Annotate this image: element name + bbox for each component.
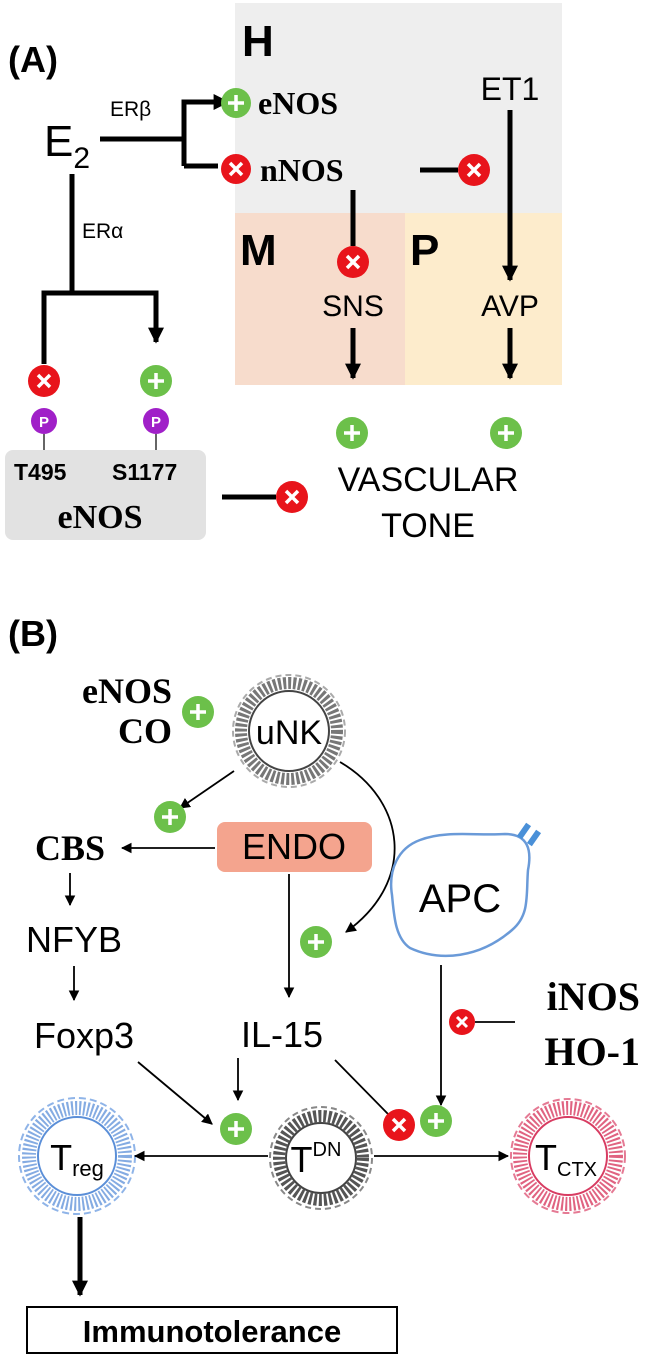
x-glyph <box>455 1015 469 1029</box>
tctx-cell: TCTX <box>510 1098 626 1214</box>
panel-b-label: (B) <box>8 613 58 654</box>
x-glyph <box>284 489 300 505</box>
panel-b: (B) eNOS CO uNK ENDO CBS NFYB Foxp3 IL-1… <box>8 613 640 1354</box>
plus-glyph <box>498 425 514 441</box>
apc-receptor <box>526 829 542 847</box>
ho1-label: HO-1 <box>544 1029 640 1074</box>
phospho-label: P <box>151 414 161 431</box>
immunotolerance-box <box>26 1306 398 1354</box>
apc-label: APC <box>419 877 501 921</box>
nfyb-label: NFYB <box>26 919 122 960</box>
er-alpha-label: ERα <box>82 220 123 243</box>
region-p-label: P <box>410 226 439 275</box>
plus-glyph <box>344 425 360 441</box>
et1-label: ET1 <box>481 71 540 107</box>
co-label: CO <box>118 711 172 751</box>
unk-label: uNK <box>256 714 322 752</box>
inos-label: iNOS <box>547 974 640 1019</box>
enos-top-label: eNOS <box>258 85 338 121</box>
unk-to-cbs-arrow <box>179 770 235 809</box>
x-glyph <box>36 373 52 389</box>
foxp3-label: Foxp3 <box>34 1015 134 1056</box>
er-alpha-branch-arrow <box>41 290 165 364</box>
phospho-label: P <box>39 414 49 431</box>
tdn-cell-body <box>285 1122 357 1194</box>
il15-inhibit-line <box>334 1059 389 1115</box>
treg-cell: Treg <box>18 1097 136 1215</box>
avp-label: AVP <box>481 290 539 323</box>
tctx-cell-body <box>528 1116 608 1196</box>
sns-label: SNS <box>322 290 384 323</box>
panel-a: (A) H M P E2 ERβ eNOS nNOS SNS <box>5 3 562 545</box>
x-glyph <box>345 254 361 270</box>
unk-cell-texture <box>235 677 343 785</box>
unk-cell-fringe <box>232 674 346 788</box>
vascular-label: VASCULAR <box>338 461 519 499</box>
enos-b-label: eNOS <box>82 671 172 711</box>
foxp3-to-tdn-arrow <box>137 1061 213 1125</box>
region-h-label: H <box>242 17 274 66</box>
er-beta-label: ERβ <box>110 98 151 121</box>
plus-glyph <box>148 373 164 389</box>
panel-a-label: (A) <box>8 39 58 80</box>
phospho-icon <box>143 408 169 434</box>
cbs-label: CBS <box>35 828 105 868</box>
treg-cell-body <box>37 1116 117 1196</box>
plus-glyph <box>228 1121 244 1137</box>
unk-to-il15-arrow <box>339 761 396 933</box>
s1177-label: S1177 <box>112 459 177 485</box>
plus-glyph <box>162 809 178 825</box>
plus-glyph <box>428 1113 444 1129</box>
tdn-cell-texture <box>273 1110 369 1206</box>
p-region <box>405 213 562 385</box>
er-beta-to-enos-arrow <box>181 93 230 166</box>
x-glyph <box>228 161 244 177</box>
t495-label: T495 <box>14 459 67 485</box>
apc-cell: APC <box>389 822 542 958</box>
unk-cell: uNK <box>232 674 346 788</box>
tdn-label: TDN <box>291 1139 342 1180</box>
plus-glyph <box>190 704 206 720</box>
tctx-cell-fringe <box>510 1098 626 1214</box>
endo-label: ENDO <box>242 826 346 867</box>
tdn-cell: TDN <box>269 1106 373 1210</box>
endo-box <box>217 822 372 872</box>
enos-box-label: eNOS <box>58 499 143 536</box>
nnos-label: nNOS <box>260 152 344 188</box>
il15-label: IL-15 <box>241 1014 323 1055</box>
x-glyph <box>466 162 482 178</box>
tctx-label: TCTX <box>535 1137 597 1181</box>
plus-glyph <box>308 934 324 950</box>
tctx-cell-texture <box>513 1101 623 1211</box>
x-glyph <box>391 1117 407 1133</box>
apc-cell-outline <box>389 832 531 958</box>
phospho-icon <box>31 408 57 434</box>
apc-receptor <box>516 822 532 840</box>
tdn-cell-fringe <box>269 1106 373 1210</box>
immunotolerance-label: Immunotolerance <box>83 1314 341 1349</box>
plus-glyph <box>228 95 244 111</box>
region-m-label: M <box>240 226 277 275</box>
e2-label: E2 <box>44 117 90 175</box>
treg-label: Treg <box>50 1137 104 1181</box>
m-region <box>235 213 405 385</box>
treg-cell-texture <box>22 1101 132 1211</box>
tone-label: TONE <box>381 507 475 545</box>
enos-box <box>5 450 206 540</box>
unk-cell-body <box>248 690 330 772</box>
